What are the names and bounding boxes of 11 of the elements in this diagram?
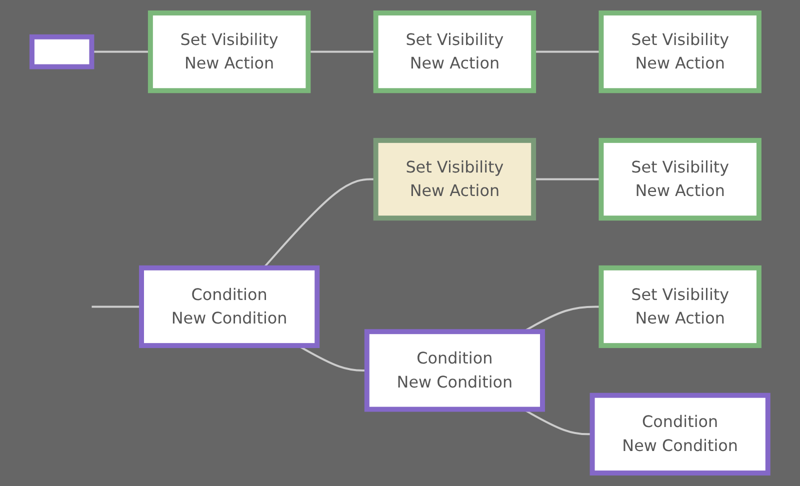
- node-box: Condition New Condition: [590, 392, 770, 476]
- node-box: Condition New Condition: [364, 329, 546, 412]
- node-box: Condition New Condition: [139, 265, 320, 348]
- node-box: Set Visibility New Action: [148, 10, 311, 94]
- node-box: Set Visibility New Action: [598, 10, 762, 94]
- connector: [92, 50, 150, 53]
- node-box: Set Visibility New Action: [598, 265, 762, 348]
- node-box: Set Visibility New Action: [373, 138, 536, 221]
- node-box: Set Visibility New Action: [373, 10, 536, 94]
- node-box: Set Visibility New Action: [598, 138, 762, 221]
- node-box: [30, 34, 94, 70]
